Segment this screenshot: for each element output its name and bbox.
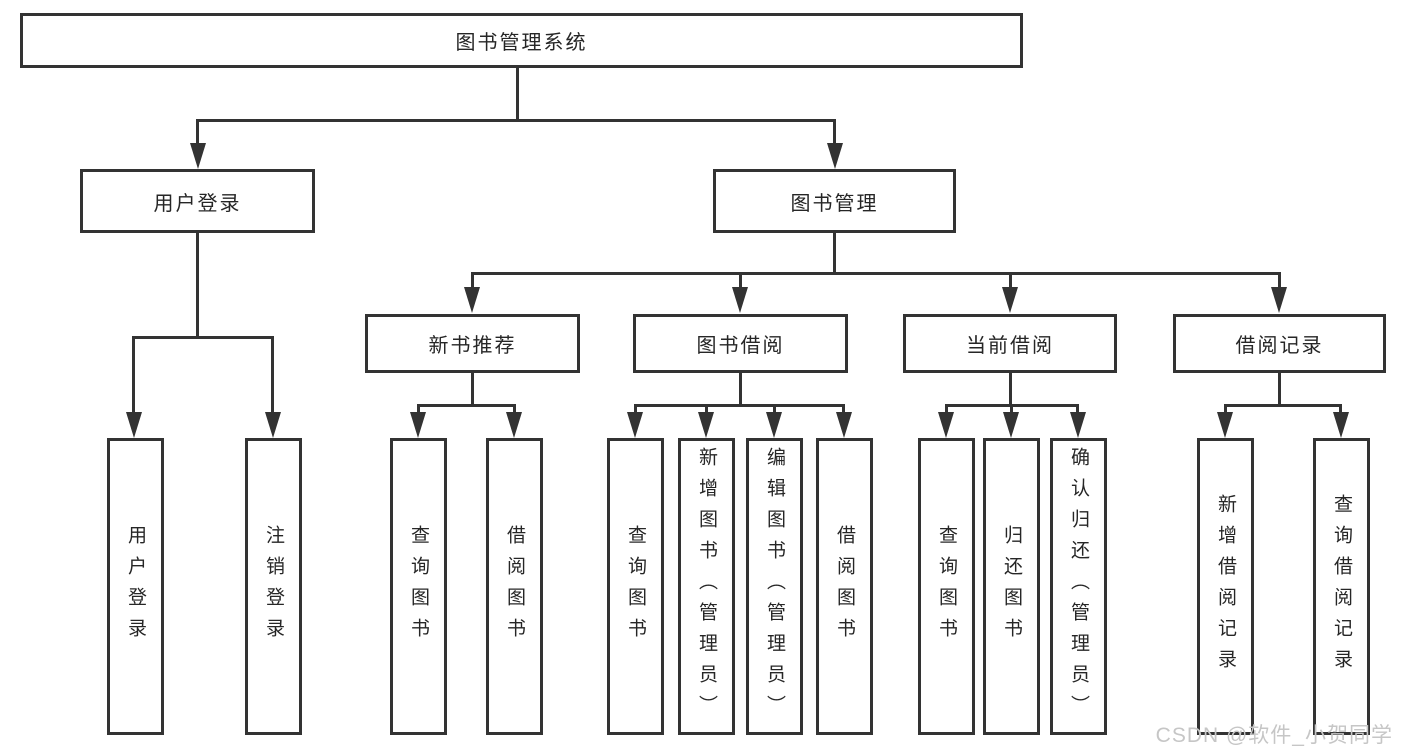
connector-drop [1010, 404, 1013, 414]
connector-drop-leaf-user-login [132, 336, 135, 413]
connector-drop [417, 404, 420, 414]
arrow-down-icon [836, 412, 852, 438]
arrow-down-icon [1333, 412, 1349, 438]
leaf-newbooks-borrow: 借阅图书 [486, 438, 543, 735]
arrow-down-icon [1002, 287, 1018, 313]
connector-drop [1224, 404, 1227, 414]
connector-new-books-split [417, 404, 516, 407]
node-borrow-records: 借阅记录 [1173, 314, 1386, 373]
connector-book-borrow-stub [739, 371, 742, 407]
arrow-down-icon [627, 412, 643, 438]
leaf-current-confirm: 确认归还（管理员） [1050, 438, 1107, 735]
connector-book-mgmt-split [471, 272, 1281, 275]
leaf-borrow-edit: 编辑图书（管理员） [746, 438, 803, 735]
connector-drop [513, 404, 516, 414]
node-user-login: 用户登录 [80, 169, 315, 233]
connector-drop [842, 404, 845, 414]
connector-borrow-records-stub [1278, 371, 1281, 407]
arrow-down-icon [1070, 412, 1086, 438]
leaf-logout: 注销登录 [245, 438, 302, 735]
node-root: 图书管理系统 [20, 13, 1023, 68]
connector-drop-current-borrow [1009, 272, 1012, 289]
connector-new-books-stub [471, 371, 474, 407]
arrow-down-icon [126, 412, 142, 438]
connector-drop-new-books [471, 272, 474, 289]
connector-drop-book-mgmt [833, 119, 836, 145]
connector-drop [1339, 404, 1342, 414]
connector-book-borrow-split [634, 404, 844, 407]
connector-drop [1076, 404, 1079, 414]
arrow-down-icon [506, 412, 522, 438]
arrow-down-icon [938, 412, 954, 438]
connector-drop-borrow-records [1278, 272, 1281, 289]
connector-root-split [196, 119, 836, 122]
arrow-down-icon [410, 412, 426, 438]
arrow-down-icon [1003, 412, 1019, 438]
arrow-down-icon [464, 287, 480, 313]
arrow-down-icon [265, 412, 281, 438]
leaf-borrow-add: 新增图书（管理员） [678, 438, 735, 735]
leaf-borrow-query: 查询图书 [607, 438, 664, 735]
connector-drop-leaf-logout [271, 336, 274, 413]
node-book-mgmt: 图书管理 [713, 169, 956, 233]
arrow-down-icon [827, 143, 843, 169]
connector-drop-book-borrow [739, 272, 742, 289]
connector-drop [945, 404, 948, 414]
arrow-down-icon [698, 412, 714, 438]
connector-drop [634, 404, 637, 414]
node-current-borrow: 当前借阅 [903, 314, 1117, 373]
arrow-down-icon [1217, 412, 1233, 438]
watermark: CSDN @软件_小贺同学 [1155, 724, 1393, 747]
leaf-borrow-borrow: 借阅图书 [816, 438, 873, 735]
leaf-current-query: 查询图书 [918, 438, 975, 735]
node-new-books: 新书推荐 [365, 314, 580, 373]
connector-user-login-split [132, 336, 274, 339]
connector-user-login-stub [196, 231, 199, 336]
connector-drop-user-login [196, 119, 199, 145]
leaf-current-return: 归还图书 [983, 438, 1040, 735]
connector-drop [773, 404, 776, 414]
connector-root-stub [516, 68, 519, 122]
leaf-records-query: 查询借阅记录 [1313, 438, 1370, 735]
leaf-records-add: 新增借阅记录 [1197, 438, 1254, 735]
arrow-down-icon [1271, 287, 1287, 313]
leaf-user-login: 用户登录 [107, 438, 164, 735]
arrow-down-icon [190, 143, 206, 169]
arrow-down-icon [766, 412, 782, 438]
leaf-newbooks-query: 查询图书 [390, 438, 447, 735]
connector-current-borrow-stub [1009, 371, 1012, 407]
connector-book-mgmt-stub [833, 231, 836, 275]
connector-drop [705, 404, 708, 414]
connector-borrow-records-split [1224, 404, 1342, 407]
node-book-borrow: 图书借阅 [633, 314, 848, 373]
arrow-down-icon [732, 287, 748, 313]
